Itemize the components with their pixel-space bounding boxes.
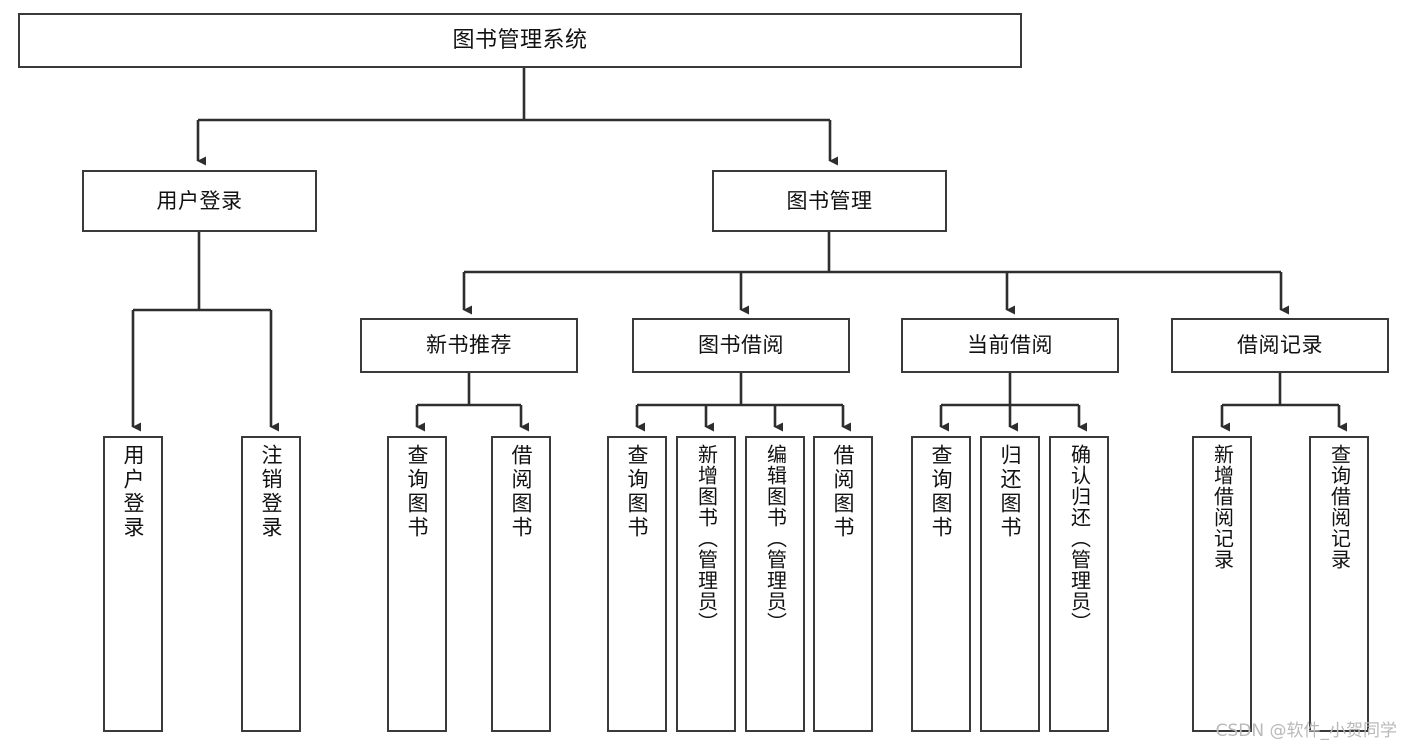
node-leaf-borrow-book-2[interactable]: 借阅图书 bbox=[813, 436, 873, 732]
node-label: 查询借阅记录 bbox=[1327, 444, 1352, 570]
node-book-management[interactable]: 图书管理 bbox=[712, 170, 947, 232]
node-label: 新书推荐 bbox=[426, 333, 512, 358]
node-leaf-add-borrow-record[interactable]: 新增借阅记录 bbox=[1192, 436, 1252, 732]
node-label: 查询图书 bbox=[405, 444, 430, 540]
node-borrow-record[interactable]: 借阅记录 bbox=[1171, 318, 1389, 373]
node-new-book-recommend[interactable]: 新书推荐 bbox=[360, 318, 578, 373]
node-current-borrow[interactable]: 当前借阅 bbox=[901, 318, 1119, 373]
node-label: 新增借阅记录 bbox=[1210, 444, 1235, 570]
node-leaf-borrow-book-1[interactable]: 借阅图书 bbox=[491, 436, 551, 732]
node-leaf-user-login[interactable]: 用户登录 bbox=[103, 436, 163, 732]
node-leaf-add-book[interactable]: 新增图书（管理员） bbox=[676, 436, 736, 732]
node-label: 图书管理系统 bbox=[452, 27, 588, 53]
node-label: 编辑图书（管理员） bbox=[763, 444, 788, 633]
node-label: 查询图书 bbox=[929, 444, 954, 540]
node-label: 借阅记录 bbox=[1237, 333, 1323, 358]
node-label: 确认归还（管理员） bbox=[1067, 444, 1092, 633]
node-leaf-confirm-return[interactable]: 确认归还（管理员） bbox=[1049, 436, 1109, 732]
node-label: 归还图书 bbox=[998, 444, 1023, 540]
node-leaf-edit-book[interactable]: 编辑图书（管理员） bbox=[745, 436, 805, 732]
node-label: 图书管理 bbox=[786, 188, 873, 213]
node-label: 图书借阅 bbox=[698, 333, 784, 358]
node-label: 借阅图书 bbox=[831, 444, 856, 540]
node-label: 注销登录 bbox=[259, 444, 284, 540]
node-label: 查询图书 bbox=[625, 444, 650, 540]
node-leaf-logout-login[interactable]: 注销登录 bbox=[241, 436, 301, 732]
node-leaf-query-book-3[interactable]: 查询图书 bbox=[911, 436, 971, 732]
node-label: 用户登录 bbox=[121, 444, 146, 540]
node-leaf-query-borrow-record[interactable]: 查询借阅记录 bbox=[1309, 436, 1369, 732]
node-leaf-return-book[interactable]: 归还图书 bbox=[980, 436, 1040, 732]
node-leaf-query-book-1[interactable]: 查询图书 bbox=[387, 436, 447, 732]
node-root-book-management-system[interactable]: 图书管理系统 bbox=[18, 13, 1022, 68]
node-label: 借阅图书 bbox=[509, 444, 534, 540]
node-book-borrow[interactable]: 图书借阅 bbox=[632, 318, 850, 373]
node-label: 当前借阅 bbox=[967, 333, 1053, 358]
node-label: 新增图书（管理员） bbox=[694, 444, 719, 633]
node-user-login[interactable]: 用户登录 bbox=[82, 170, 317, 232]
node-leaf-query-book-2[interactable]: 查询图书 bbox=[607, 436, 667, 732]
node-label: 用户登录 bbox=[156, 188, 243, 213]
